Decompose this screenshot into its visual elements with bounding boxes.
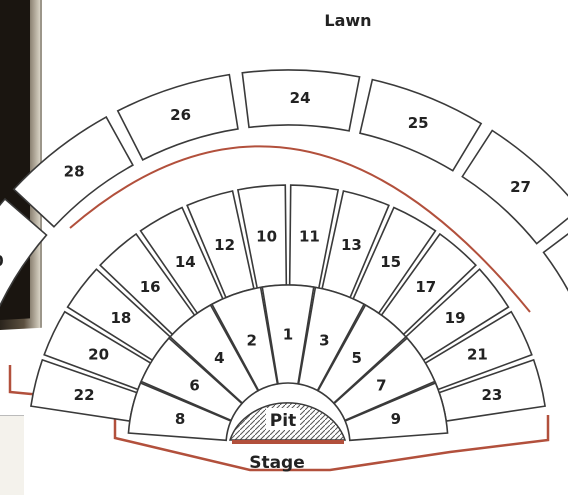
upper-section-label-21: 21 xyxy=(467,346,488,364)
upper-section-label-17: 17 xyxy=(415,278,436,296)
upper-section-label-16: 16 xyxy=(140,278,161,296)
lawn-section-29[interactable] xyxy=(544,219,568,340)
lawn-label: Lawn xyxy=(324,11,371,30)
pit-label: Pit xyxy=(270,411,296,431)
lower-section-label-8: 8 xyxy=(175,410,185,428)
lawn-section-label-25: 25 xyxy=(408,114,429,132)
lawn-section-label-26: 26 xyxy=(170,106,191,124)
upper-section-label-22: 22 xyxy=(74,386,95,404)
upper-section-label-20: 20 xyxy=(88,346,109,364)
upper-section-label-19: 19 xyxy=(445,309,466,327)
lower-section-label-3: 3 xyxy=(319,331,329,349)
lower-section-label-5: 5 xyxy=(351,349,361,367)
upper-section-label-10: 10 xyxy=(256,227,277,245)
lawn-section-label-24: 24 xyxy=(290,89,311,107)
upper-section-label-12: 12 xyxy=(214,236,235,254)
upper-section-label-23: 23 xyxy=(481,386,502,404)
lawn-section-30[interactable] xyxy=(0,199,46,320)
lawn-section-label-28: 28 xyxy=(64,162,85,180)
stage-bar xyxy=(232,440,344,444)
lower-section-label-6: 6 xyxy=(189,376,199,394)
stage-label: Stage xyxy=(249,453,305,473)
lower-section-label-4: 4 xyxy=(214,349,224,367)
lawn-section-label-27: 27 xyxy=(510,178,531,196)
upper-section-label-14: 14 xyxy=(175,253,196,271)
lower-section-label-1: 1 xyxy=(283,325,293,343)
upper-section-label-11: 11 xyxy=(299,227,320,245)
lawn-section-label-30: 30 xyxy=(0,252,4,270)
lower-section-label-7: 7 xyxy=(376,376,386,394)
lower-section-label-2: 2 xyxy=(246,331,256,349)
upper-section-label-18: 18 xyxy=(110,309,131,327)
lower-section-label-9: 9 xyxy=(391,410,401,428)
upper-section-label-13: 13 xyxy=(341,236,362,254)
upper-section-label-15: 15 xyxy=(380,253,401,271)
